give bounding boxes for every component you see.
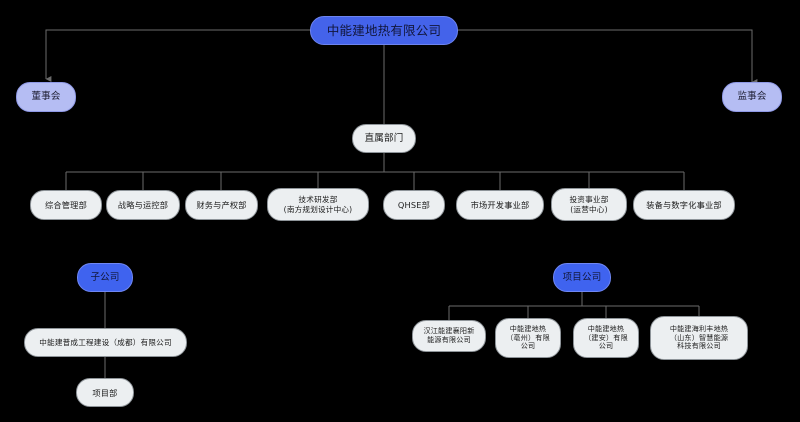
node-department-investment-division[interactable]: 投资事业部 (运营中心) bbox=[551, 188, 627, 221]
node-project-company-hailifeng-shandong[interactable]: 中能建海利丰地热 （山东）智慧能源 科技有限公司 bbox=[650, 316, 748, 360]
node-subsidiary-project-department[interactable]: 项目部 bbox=[76, 378, 134, 407]
node-board-of-supervisors[interactable]: 监事会 bbox=[722, 82, 782, 112]
node-subsidiary-pucheng-chengdu[interactable]: 中能建普成工程建设（成都）有限公司 bbox=[24, 328, 187, 357]
node-root-company[interactable]: 中能建地热有限公司 bbox=[310, 16, 458, 45]
node-department-comprehensive-management[interactable]: 综合管理部 bbox=[30, 190, 102, 220]
node-department-market-development[interactable]: 市场开发事业部 bbox=[456, 190, 544, 220]
node-department-equipment-digitalization[interactable]: 装备与数字化事业部 bbox=[633, 190, 735, 220]
node-department-finance-property-rights[interactable]: 财务与产权部 bbox=[185, 190, 258, 220]
node-department-technology-rnd[interactable]: 技术研发部 (南方规划设计中心) bbox=[267, 188, 369, 221]
node-direct-departments[interactable]: 直属部门 bbox=[352, 124, 416, 153]
node-group-subsidiary[interactable]: 子公司 bbox=[77, 263, 133, 292]
node-department-qhse[interactable]: QHSE部 bbox=[383, 190, 445, 220]
node-group-project-company[interactable]: 项目公司 bbox=[553, 263, 611, 292]
node-board-of-directors[interactable]: 董事会 bbox=[16, 82, 76, 112]
node-department-strategy-operations-control[interactable]: 战略与运控部 bbox=[106, 190, 180, 220]
node-project-company-hanjiang-xiangyang[interactable]: 汉江能建襄阳新 能源有限公司 bbox=[412, 320, 486, 352]
node-project-company-bozhou[interactable]: 中能建地热 （亳州）有限 公司 bbox=[495, 318, 561, 358]
node-project-company-jianan[interactable]: 中能建地热 （建安）有限 公司 bbox=[573, 318, 639, 358]
